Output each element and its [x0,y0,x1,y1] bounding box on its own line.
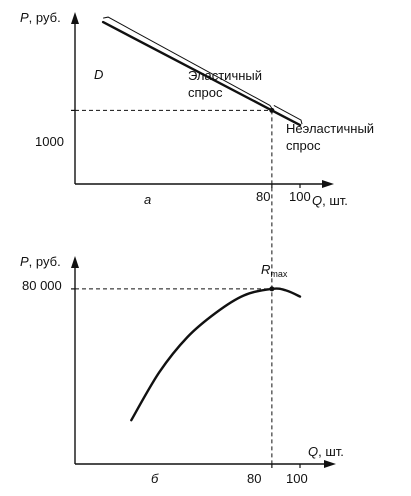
panel-a-y-arrow [71,12,79,24]
inelastic-annotation-line2: спрос [286,138,321,153]
demand-series-label: D [94,67,103,82]
panel-a-y-tick-label-1000: 1000 [35,134,64,149]
panel-a-x-tick-label-100: 100 [289,189,311,204]
elastic-annotation-line2: спрос [188,85,223,100]
panel-a-xlabel: Q, шт. [312,193,348,208]
panel-a-x-arrow [322,180,334,188]
panel-b-ylabel: P, руб. [20,254,61,269]
inelastic-demand-annotation: Неэластичный спрос [286,121,378,153]
max-revenue-label: Rmax [261,262,288,279]
panel-a-label: а [144,192,151,207]
panel-b-x-tick-label-80: 80 [247,471,261,486]
max-revenue-point [269,286,275,292]
demand-line-lower-brace [273,104,303,125]
panel-a-chart: P, руб. Q, шт. 1000 80 100 D Эластичный … [20,10,378,464]
inelastic-annotation-line1: Неэластичный [286,121,374,136]
panel-a-x-tick-label-80: 80 [256,189,270,204]
panel-b-x-arrow [324,460,336,468]
panel-b-y-arrow [71,256,79,268]
elastic-demand-annotation: Эластичный спрос [188,68,266,100]
panel-b-xlabel: Q, шт. [308,444,344,459]
panel-a-ylabel: P, руб. [20,10,61,25]
panel-b-label: б [151,471,159,486]
panel-b-x-tick-label-100: 100 [286,471,308,486]
unit-elastic-point [269,107,275,113]
panel-b-chart: P, руб. Q, шт. 80 000 80 100 Rmax б [20,254,344,486]
panel-b-y-tick-label-80000: 80 000 [22,278,62,293]
revenue-curve [130,287,302,422]
elastic-annotation-line1: Эластичный [188,68,262,83]
demand-line-upper-brace [103,16,273,109]
